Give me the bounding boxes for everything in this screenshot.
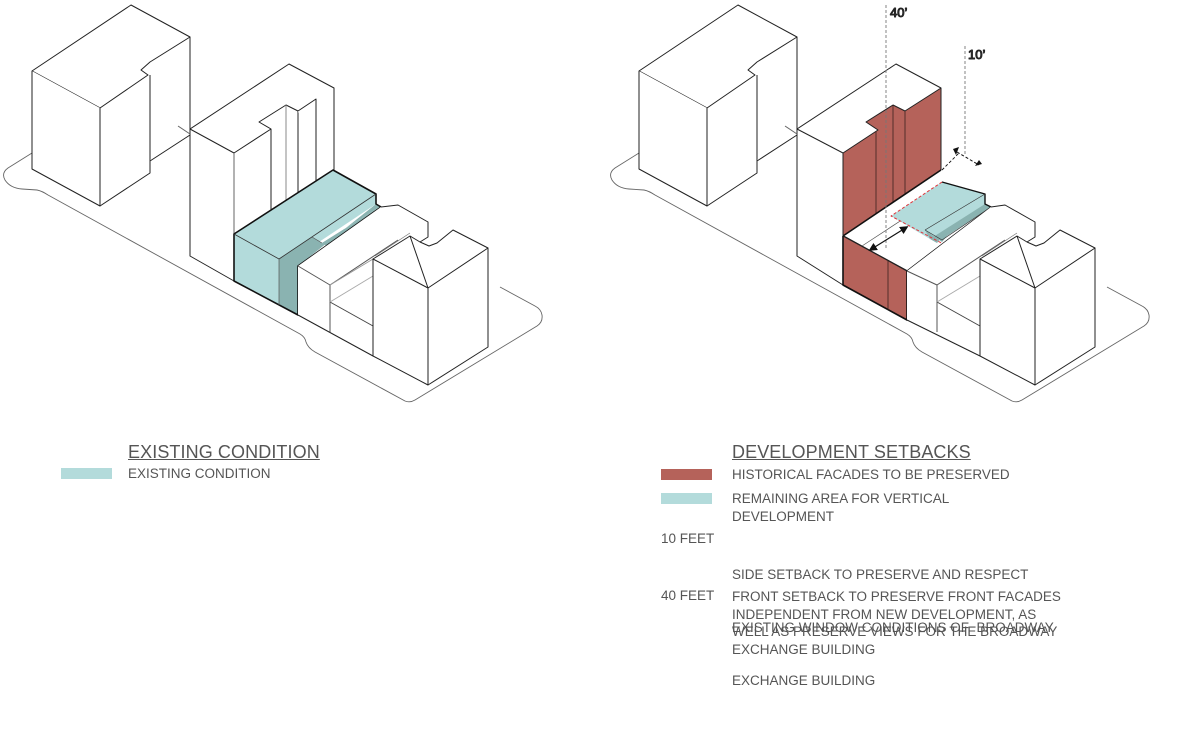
existing-condition-diagram [3,4,543,403]
legend-item-front-setback: FRONT SETBACK TO PRESERVE FRONT FACADES … [732,588,1061,658]
legend-line: DEVELOPMENT [732,508,835,524]
side-setback-label: 10’ [968,47,985,62]
legend-key-10-feet: 10 FEET [661,531,715,546]
development-setbacks-diagram: 40’ 10’ [610,4,1150,403]
red-swatch [661,469,712,480]
side-setback-dimension: 10’ [941,46,986,171]
legend-item-historical-facades: HISTORICAL FACADES TO BE PRESERVED [732,467,1010,482]
building-1 [31,4,191,207]
building-4-front [979,229,1096,386]
legend-line: FRONT SETBACK TO PRESERVE FRONT FACADES [732,589,1061,604]
building-2 [177,63,335,282]
building-4-front [372,229,489,386]
legend-item-remaining-area: REMAINING AREA FOR VERTICAL DEVELOPMENT [732,490,949,525]
legend-line: SIDE SETBACK TO PRESERVE AND RESPECT [732,567,1029,583]
front-setback-dimension: 40’ [868,5,909,251]
legend-line: EXCHANGE BUILDING [732,672,876,688]
building-1 [638,4,798,207]
legend-line: EXCHANGE BUILDING [732,641,876,657]
front-setback-arrow [868,226,909,251]
isometric-diagrams: 40’ 10’ [3,4,1150,403]
legend-line: INDEPENDENT FROM NEW DEVELOPMENT, AS [732,606,1037,622]
legend-line: REMAINING AREA FOR VERTICAL [732,491,950,506]
teal-swatch [61,468,112,479]
side-setback-arrow [956,151,980,166]
legend-title: EXISTING CONDITION [128,442,320,462]
setback-outline [890,181,948,247]
legend-line: WELL AS PRESERVE VIEWS FOR THE BROADWAY [732,624,1058,640]
legend-title: DEVELOPMENT SETBACKS [732,442,971,462]
legend-line: EXISTING WINDOW CONDITIONS OF BROADWAY [732,619,1054,635]
front-setback-label: 40’ [890,5,907,20]
legend-item-label: EXISTING CONDITION [128,466,271,481]
legend-item-side-setback: SIDE SETBACK TO PRESERVE AND RESPECT EXI… [732,531,1054,725]
teal-swatch [661,493,712,504]
remaining-development-area [890,181,992,272]
legend-key-40-feet: 40 FEET [661,588,715,603]
